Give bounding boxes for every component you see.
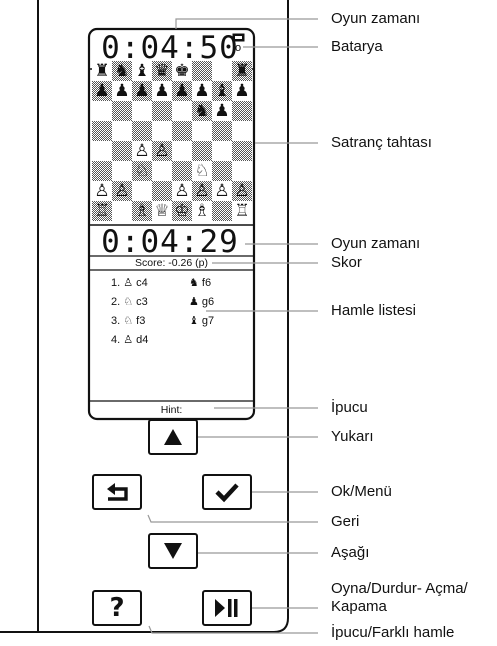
- move-black: ♞ f6: [189, 276, 211, 290]
- callout-ok-menu: Ok/Menü: [331, 483, 392, 500]
- ok-menu-button[interactable]: [202, 474, 252, 510]
- black-pawn-icon: ♟: [172, 81, 192, 101]
- up-button[interactable]: [148, 419, 198, 455]
- white-rook-icon: ♖: [232, 201, 252, 221]
- callout-hint-alt-move: İpucu/Farklı hamle: [331, 624, 454, 641]
- triangle-up-icon: [163, 428, 183, 446]
- callout-hint: İpucu: [331, 399, 368, 416]
- hint-alt-move-button[interactable]: ?: [92, 590, 142, 626]
- move-white: 4. ♙ d4: [111, 333, 148, 347]
- white-rook-icon: ♖: [92, 201, 112, 221]
- black-bishop-icon: ♝: [212, 81, 232, 101]
- callout-up: Yukarı: [331, 428, 374, 445]
- callout-move-list: Hamle listesi: [331, 302, 416, 319]
- black-pawn-icon: ♟: [112, 81, 132, 101]
- black-bishop-icon: ♝: [132, 61, 152, 81]
- black-pawn-icon: ♟: [152, 81, 172, 101]
- callout-down: Aşağı: [331, 544, 369, 561]
- black-queen-icon: ♛: [152, 61, 172, 81]
- play-pause-icon: [213, 597, 241, 619]
- score-text: Score: -0.26 (p): [89, 256, 254, 270]
- black-knight-icon: ♞: [112, 61, 132, 81]
- black-rook-icon: ♜: [232, 61, 252, 81]
- white-pawn-icon: ♙: [112, 181, 132, 201]
- white-knight-icon: ♘: [132, 161, 152, 181]
- black-pawn-icon: ♟: [192, 81, 212, 101]
- black-pawn-icon: ♟: [232, 81, 252, 101]
- move-white: 1. ♙ c4: [111, 276, 148, 290]
- black-rook-icon: ♜: [92, 61, 112, 81]
- chess-pieces: ♜♞♝♛♚♜♟♟♟♟♟♟♝♟♞♟♙♙♘♘♙♙♙♙♙♙♖♗♕♔♗♖: [92, 61, 252, 221]
- white-pawn-icon: ♙: [192, 181, 212, 201]
- white-queen-icon: ♕: [152, 201, 172, 221]
- callout-game-time-2: Oyun zamanı: [331, 235, 420, 252]
- back-arrow-icon: [104, 482, 130, 502]
- black-pawn-icon: ♟: [132, 81, 152, 101]
- question-mark-icon: ?: [109, 595, 124, 621]
- white-knight-icon: ♘: [192, 161, 212, 181]
- move-black: ♝ g7: [189, 314, 214, 328]
- white-pawn-icon: ♙: [132, 141, 152, 161]
- hint-text: Hint:: [89, 402, 254, 418]
- white-pawn-icon: ♙: [172, 181, 192, 201]
- callout-back: Geri: [331, 513, 359, 530]
- play-pause-button[interactable]: [202, 590, 252, 626]
- white-pawn-icon: ♙: [212, 181, 232, 201]
- game-time-bottom: 0:04:29: [100, 224, 240, 260]
- black-pawn-icon: ♟: [92, 81, 112, 101]
- callout-game-time-1: Oyun zamanı: [331, 10, 420, 27]
- move-white: 2. ♘ c3: [111, 295, 148, 309]
- callout-score: Skor: [331, 254, 362, 271]
- callout-chess-board: Satranç tahtası: [331, 134, 432, 151]
- move-white: 3. ♘ f3: [111, 314, 145, 328]
- back-button[interactable]: [92, 474, 142, 510]
- move-list: 1. ♙ c4 ♞ f6 2. ♘ c3 ♟ g6 3. ♘ f3 ♝ g7 4. ♙ d4: [89, 272, 254, 400]
- white-king-icon: ♔: [172, 201, 192, 221]
- move-black: ♟ g6: [189, 295, 214, 309]
- callout-battery: Batarya: [331, 38, 383, 55]
- white-bishop-icon: ♗: [192, 201, 212, 221]
- white-pawn-icon: ♙: [232, 181, 252, 201]
- triangle-down-icon: [163, 542, 183, 560]
- black-pawn-icon: ♟: [212, 101, 232, 121]
- black-knight-icon: ♞: [192, 101, 212, 121]
- white-pawn-icon: ♙: [152, 141, 172, 161]
- white-pawn-icon: ♙: [92, 181, 112, 201]
- white-bishop-icon: ♗: [132, 201, 152, 221]
- checkmark-icon: [214, 481, 240, 503]
- callout-play-pause-line1: Oyna/Durdur- Açma/: [331, 580, 468, 597]
- down-button[interactable]: [148, 533, 198, 569]
- callout-play-pause-line2: Kapama: [331, 598, 387, 615]
- black-king-icon: ♚: [172, 61, 192, 81]
